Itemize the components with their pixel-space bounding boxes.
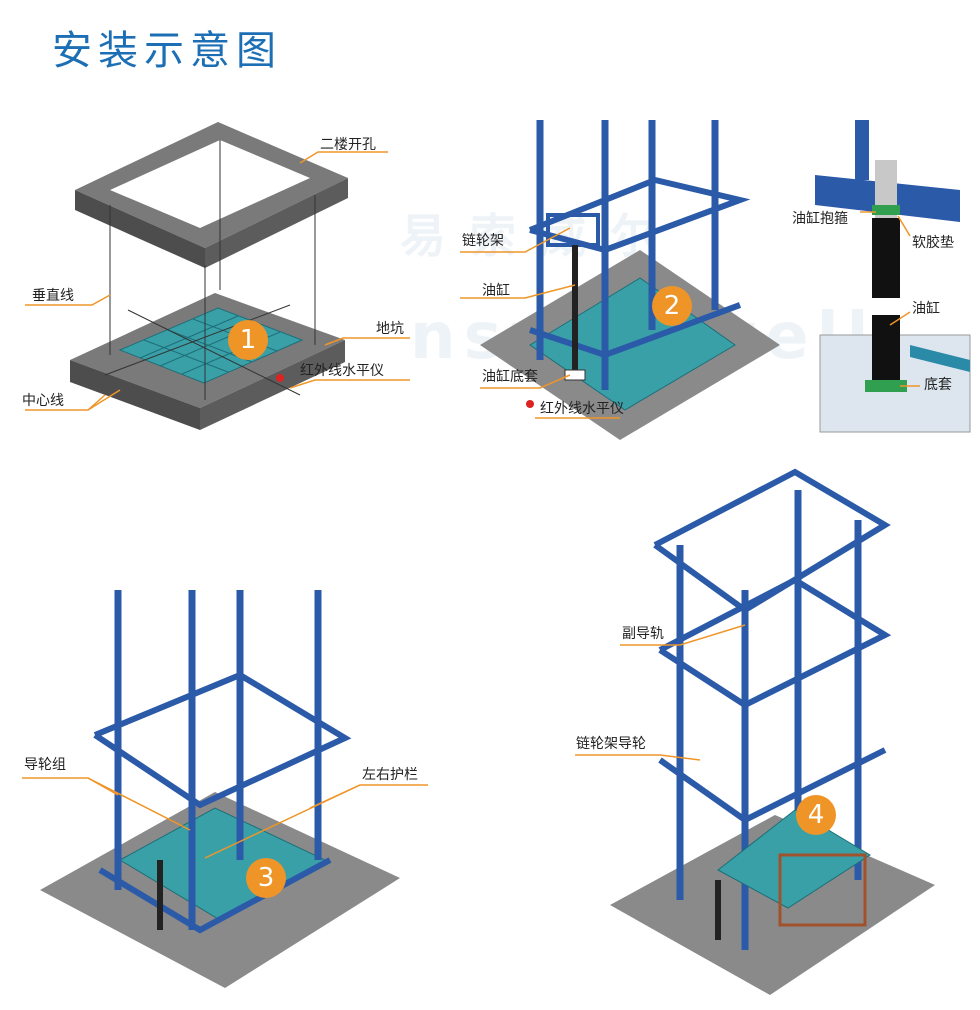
label-pit: 地坑 bbox=[376, 321, 404, 337]
step4-diagram: 4 副导轨 链轮架导轮 bbox=[540, 460, 980, 1010]
step2-diagram: 2 链轮架 油缸 油缸底套 红外线水平仪 油缸抱箍 软胶垫 油缸 底套 bbox=[440, 0, 980, 450]
label-cylinder-base: 油缸底套 bbox=[482, 369, 538, 385]
label-base-sleeve: 底套 bbox=[924, 377, 952, 393]
step1-diagram: 1 二楼开孔 垂直线 地坑 红外线水平仪 中心线 bbox=[0, 0, 440, 450]
label-cylinder: 油缸 bbox=[482, 283, 510, 299]
step3-number-badge: 3 bbox=[246, 858, 286, 898]
label-second-floor-opening: 二楼开孔 bbox=[320, 137, 376, 153]
label-side-guardrail: 左右护栏 bbox=[362, 767, 418, 783]
step3-diagram: 3 导轮组 左右护栏 bbox=[0, 560, 460, 1000]
step3-drawing bbox=[22, 590, 428, 988]
label-aux-rail: 副导轨 bbox=[622, 626, 664, 642]
step2-number-badge: 2 bbox=[652, 286, 692, 326]
step1-number-badge: 1 bbox=[228, 320, 268, 360]
label-infrared-level-2: 红外线水平仪 bbox=[540, 401, 624, 417]
step4-drawing bbox=[575, 468, 935, 995]
watermark-cn: 易索威尔 bbox=[400, 200, 680, 266]
label-cylinder-clamp: 油缸抱箍 bbox=[792, 211, 848, 227]
label-infrared-level-1: 红外线水平仪 bbox=[300, 363, 384, 379]
label-vertical-line: 垂直线 bbox=[32, 288, 74, 304]
label-center-line: 中心线 bbox=[22, 393, 64, 409]
label-sprocket-frame: 链轮架 bbox=[462, 233, 504, 249]
label-cylinder-detail: 油缸 bbox=[912, 301, 940, 317]
step4-number-badge: 4 bbox=[796, 795, 836, 835]
label-rubber-pad: 软胶垫 bbox=[912, 235, 954, 251]
page-title: 安装示意图 bbox=[52, 28, 282, 74]
step1-drawing bbox=[25, 122, 410, 430]
label-guide-wheels: 导轮组 bbox=[24, 757, 66, 773]
label-sprocket-guide-wheel: 链轮架导轮 bbox=[576, 736, 646, 752]
